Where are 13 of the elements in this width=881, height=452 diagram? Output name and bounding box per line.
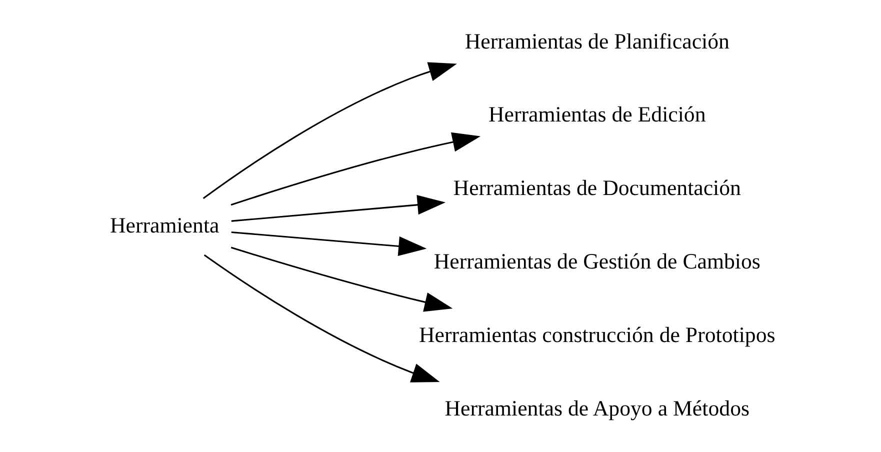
node-text: Herramientas de Documentación [452,176,741,200]
node-text: Herramienta [109,214,219,238]
arrow [230,246,452,312]
node-text: Herramientas de Planificación [464,29,729,54]
arrow [230,195,446,222]
node-text: Herramientas de Gestión de Cambios [433,249,760,274]
node-text: Herramientas construcción de Prototipos [418,322,775,347]
arrow [202,62,456,200]
node-text: Herramientas de Apoyo a Métodos [444,396,750,420]
arrow [203,254,440,382]
arrow [230,132,480,206]
arrow [230,231,426,256]
node-text: Herramientas de Edición [488,102,706,127]
